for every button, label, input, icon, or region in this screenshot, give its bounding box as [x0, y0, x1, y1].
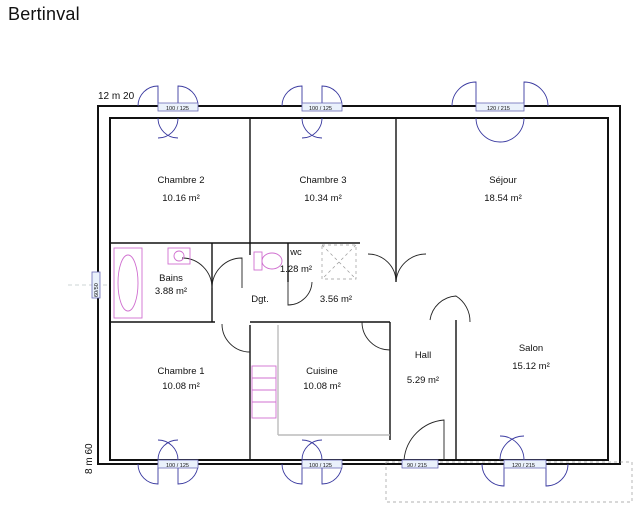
door-wc — [287, 281, 313, 306]
window-bottom-mid-label: 100 / 125 — [309, 463, 332, 469]
window-top-mid: 100 / 125 — [281, 85, 343, 139]
cupboard — [321, 244, 357, 280]
bathtub-basin — [117, 254, 139, 312]
entry-door-swing — [403, 419, 445, 461]
window-top-right: 120 / 215 — [451, 81, 549, 143]
bathtub — [113, 247, 143, 319]
kitchen-unit — [251, 365, 277, 419]
room-chambre1-area: 10.08 m² — [162, 381, 200, 392]
room-salon-name: Salon — [519, 343, 543, 354]
door-bains-swing — [181, 257, 213, 289]
room-hall-name: Hall — [415, 350, 431, 361]
room-chambre1-name: Chambre 1 — [158, 366, 205, 377]
height-dimension: 8 m 60 — [84, 443, 95, 474]
door-bains — [211, 257, 243, 289]
entry-door: 90 / 215 — [401, 459, 439, 469]
window-top-left-label: 100 / 125 — [166, 106, 189, 112]
room-chambre3-area: 10.34 m² — [304, 193, 342, 204]
room-sejour-name: Séjour — [489, 175, 516, 186]
toilet-bowl — [261, 252, 283, 270]
width-dimension: 12 m 20 — [98, 91, 135, 102]
room-dgt-area: 3.56 m² — [320, 294, 352, 305]
room-bains-name: Bains — [159, 273, 183, 284]
room-dgt-name: Dgt. — [251, 294, 268, 305]
room-chambre3-name: Chambre 3 — [300, 175, 347, 186]
entry-door-label: 90 / 215 — [407, 463, 427, 469]
inner-wall — [109, 117, 609, 461]
room-cuisine-area: 10.08 m² — [303, 381, 341, 392]
door-sejour-b — [395, 253, 427, 283]
window-bottom-right-label: 120 / 215 — [512, 463, 535, 469]
toilet-tank — [253, 251, 263, 271]
side-window — [91, 271, 101, 299]
window-bottom-right: 120 / 215 — [481, 435, 569, 487]
door-sejour-a — [367, 253, 397, 283]
window-top-left: 100 / 125 — [137, 85, 199, 139]
room-salon-area: 15.12 m² — [512, 361, 550, 372]
window-bottom-mid: 100 / 125 — [281, 439, 343, 485]
room-chambre2-area: 10.16 m² — [162, 193, 200, 204]
window-top-mid-label: 100 / 125 — [309, 106, 332, 112]
window-bottom-left-label: 100 / 125 — [166, 463, 189, 469]
room-wc-name: wc — [289, 247, 302, 258]
room-wc-area: 1.28 m² — [280, 264, 312, 275]
room-cuisine-name: Cuisine — [306, 366, 338, 377]
window-bottom-left: 100 / 125 — [137, 439, 199, 485]
page-title: Bertinval — [8, 4, 80, 24]
side-window-label: 60/50 — [94, 283, 100, 297]
room-hall-area: 5.29 m² — [407, 375, 439, 386]
door-cuisine — [361, 321, 391, 351]
door-ch1 — [221, 323, 251, 353]
room-chambre2-name: Chambre 2 — [158, 175, 205, 186]
outer-wall — [97, 105, 621, 465]
room-bains-area: 3.88 m² — [155, 286, 187, 297]
door-salon — [429, 295, 471, 323]
sink — [167, 247, 191, 265]
window-top-right-label: 120 / 215 — [487, 106, 510, 112]
room-sejour-area: 18.54 m² — [484, 193, 522, 204]
sink-basin — [173, 250, 185, 262]
